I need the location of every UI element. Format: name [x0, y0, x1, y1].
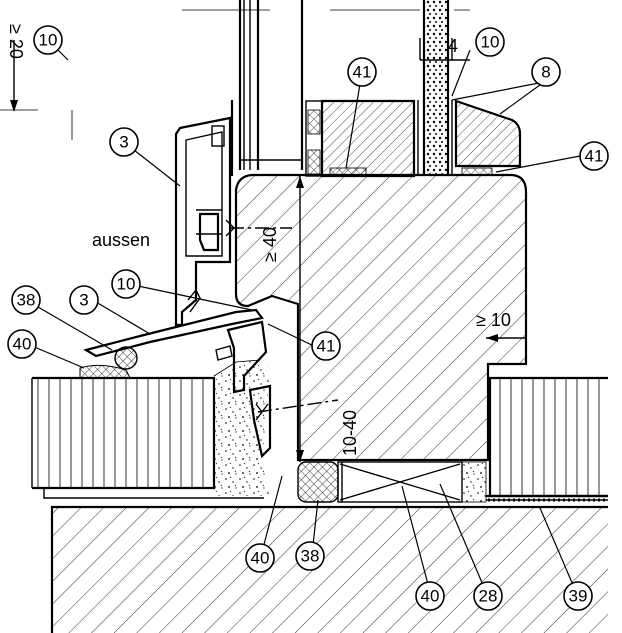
- sealing-strip-left: [79, 364, 131, 379]
- wall-block-right: [486, 376, 608, 501]
- dimension-min-40: ≥ 40: [260, 227, 280, 262]
- concrete-floor: [50, 505, 608, 633]
- callout-10-top-left: 10: [33, 25, 63, 55]
- svg-text:28: 28: [479, 587, 498, 606]
- dimension-gap: 10-40: [340, 410, 360, 456]
- inner-window-upper: [230, 0, 304, 176]
- sill-profile: [83, 308, 272, 459]
- callout-41-lower: 41: [311, 331, 341, 361]
- svg-text:40: 40: [421, 587, 440, 606]
- svg-text:41: 41: [353, 63, 372, 82]
- round-seal-top: [114, 346, 138, 370]
- insulation-foam: [213, 359, 272, 496]
- svg-text:8: 8: [541, 63, 550, 82]
- dimension-lines: [0, 9, 526, 502]
- callout-39: 39: [563, 581, 593, 611]
- callout-40-left: 40: [7, 329, 37, 359]
- callout-8: 8: [531, 57, 561, 87]
- dimension-min-10: ≥ 10: [476, 310, 511, 330]
- dimension-glass-gap: 4: [448, 36, 458, 56]
- callout-3-upper: 3: [109, 127, 139, 157]
- outside-label: aussen: [92, 230, 150, 250]
- callout-40-bottom: 40: [415, 581, 445, 611]
- glass-pane: [417, 0, 453, 176]
- callout-38-upper: 38: [11, 285, 41, 315]
- svg-text:38: 38: [301, 547, 320, 566]
- svg-text:41: 41: [585, 147, 604, 166]
- callout-10-top-right: 10: [475, 27, 505, 57]
- callout-10-middle: 10: [111, 269, 141, 299]
- svg-text:10: 10: [39, 31, 58, 50]
- svg-text:41: 41: [317, 337, 336, 356]
- svg-text:10: 10: [481, 33, 500, 52]
- svg-text:40: 40: [251, 549, 270, 568]
- callout-40-bottom-left: 40: [245, 543, 275, 573]
- window-frame-section: [234, 173, 528, 462]
- centre-lines: [225, 219, 339, 421]
- callout-41-sash: 41: [347, 57, 377, 87]
- insulation-under-frame: [337, 461, 487, 503]
- round-seal-bottom: [297, 461, 339, 503]
- svg-text:10: 10: [117, 275, 136, 294]
- membrane-strip: [486, 494, 608, 502]
- callout-28: 28: [473, 581, 503, 611]
- glazing-bead: [454, 99, 522, 168]
- svg-text:40: 40: [13, 335, 32, 354]
- glazing-block-top: [329, 167, 493, 176]
- dimension-min-20: ≥ 20: [6, 24, 26, 59]
- aluminium-cover-profile: [174, 116, 232, 327]
- wall-block-left: [31, 376, 264, 499]
- svg-text:3: 3: [79, 291, 88, 310]
- svg-text:3: 3: [119, 133, 128, 152]
- svg-text:38: 38: [17, 291, 36, 310]
- callout-38-bottom: 38: [295, 541, 325, 571]
- callout-3-lower: 3: [69, 285, 99, 315]
- svg-text:39: 39: [569, 587, 588, 606]
- sash-profile: [305, 99, 416, 178]
- callout-41-right: 41: [579, 141, 609, 171]
